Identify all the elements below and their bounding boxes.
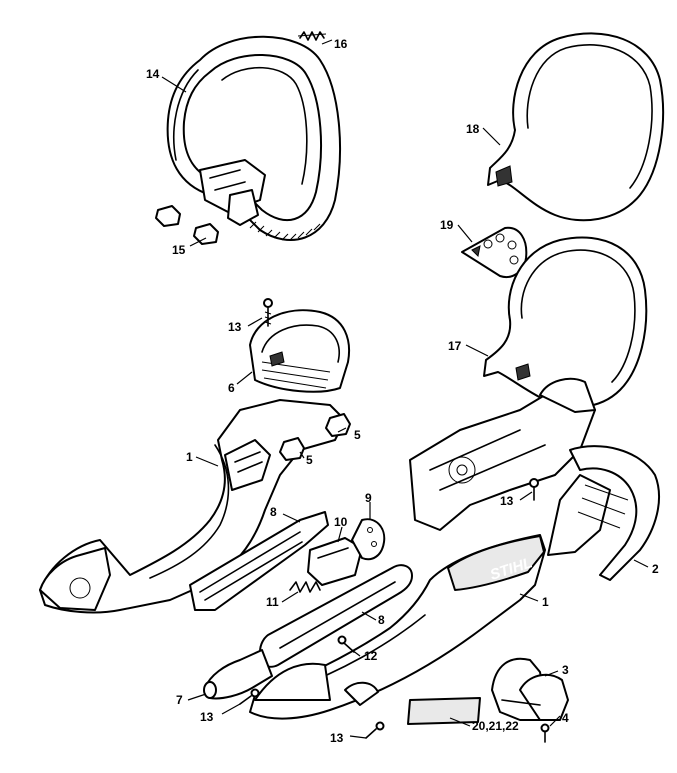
callout-20-21-22: 20,21,22 [472, 719, 519, 733]
callout-labels: 14 16 15 18 19 17 13 6 5 5 1 13 2 9 8 10… [146, 37, 659, 745]
callout-5-lower: 5 [306, 453, 313, 467]
screw-part-12 [337, 635, 355, 653]
guard-part-2 [547, 445, 661, 581]
callout-15: 15 [172, 243, 186, 257]
callout-10: 10 [334, 515, 348, 529]
leader-lines [161, 39, 649, 739]
callout-18: 18 [466, 122, 480, 136]
callout-2: 2 [652, 562, 659, 576]
loop-handle-part-14 [166, 35, 341, 241]
screw-part-13-bottom [365, 721, 385, 739]
screw-part-13-left [239, 688, 260, 705]
callout-5-upper: 5 [354, 428, 361, 442]
cover-part-8-tube [258, 564, 413, 668]
callout-11: 11 [266, 595, 279, 609]
motor-housing [409, 377, 596, 531]
callout-8-top: 8 [270, 505, 277, 519]
callout-13-sleeve: 13 [200, 710, 214, 724]
label-part-20-21-22 [407, 697, 481, 725]
callout-6: 6 [228, 381, 235, 395]
handle-housing-part-1-left [39, 399, 346, 614]
callout-12: 12 [364, 649, 378, 663]
insert-part-5 [279, 413, 351, 461]
screw-part-4 [540, 723, 550, 743]
callout-19: 19 [440, 218, 454, 232]
callout-8-tube: 8 [378, 613, 385, 627]
callout-1-left: 1 [186, 450, 193, 464]
shield-part-18 [487, 32, 665, 222]
callout-13-cap: 13 [228, 320, 242, 334]
callout-13-motor: 13 [500, 494, 514, 508]
screw-part-13-motor [529, 478, 539, 501]
callout-9: 9 [365, 491, 372, 505]
plate-part-9 [351, 518, 386, 561]
callout-4: 4 [562, 711, 569, 725]
switch-part-10 [307, 537, 363, 586]
shield-part-17 [483, 236, 648, 409]
callout-13-bottom: 13 [330, 731, 344, 745]
callout-7: 7 [176, 693, 183, 707]
callout-16: 16 [334, 37, 348, 51]
cover-part-8-top [189, 511, 329, 611]
callout-1-right: 1 [542, 595, 549, 609]
spring-part-11 [289, 581, 321, 593]
callout-14: 14 [146, 67, 160, 81]
handle-housing-part-1-right [249, 534, 546, 720]
cap-part-6 [249, 309, 350, 393]
screw-part-13-top [263, 298, 273, 327]
callout-17: 17 [448, 339, 462, 353]
bracket-part-3 [491, 657, 569, 721]
nut-part-15 [155, 205, 219, 245]
plate-part-19 [461, 226, 528, 278]
callout-3: 3 [562, 663, 569, 677]
spring-part-16 [297, 31, 327, 41]
cable-sleeve-part-7 [203, 649, 273, 700]
